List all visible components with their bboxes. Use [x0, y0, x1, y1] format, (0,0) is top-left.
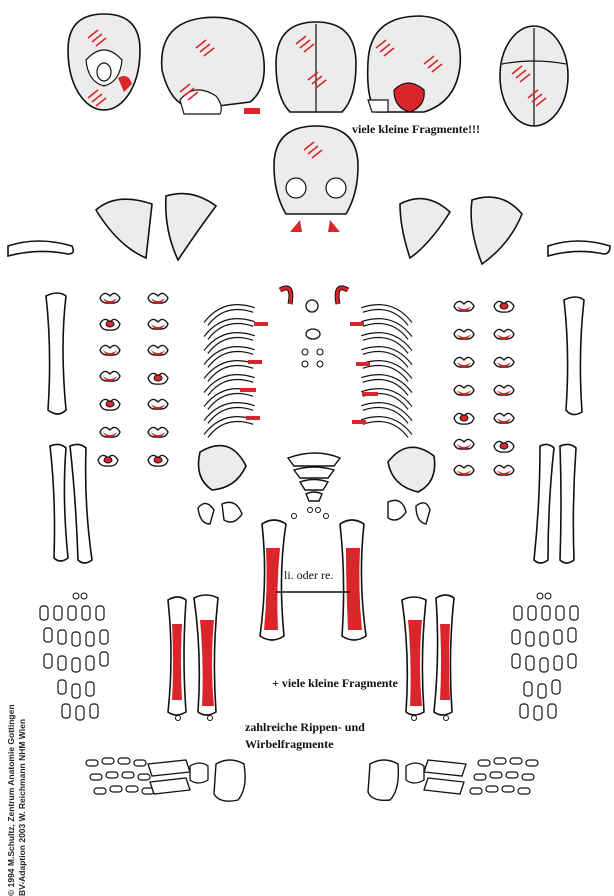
annotation-rib-line1: zahlreiche Rippen- und — [245, 719, 385, 736]
hand-left — [40, 593, 108, 720]
annotation-left-or-right: li. oder re. — [284, 568, 333, 583]
vertebrae-right-col1 — [454, 301, 474, 475]
forearm-left — [50, 444, 92, 563]
ribs-left — [206, 288, 291, 436]
skull-lateral-right — [368, 16, 461, 112]
scapula-right-b — [471, 197, 522, 264]
annotation-rib-line2: Wirbelfragmente — [245, 736, 385, 753]
femur-right — [340, 520, 366, 640]
femur-left — [260, 520, 286, 640]
skull-posterior — [274, 126, 358, 232]
lower-leg-left — [168, 595, 218, 721]
skull-frontal — [276, 22, 356, 112]
credit-line-2: BV-Adaption 2003 W. Reichmann NHM Wien — [17, 486, 28, 896]
annotation-skull-fragments: viele kleine Fragmente!!! — [352, 122, 480, 137]
scapula-left-b — [166, 194, 216, 260]
sacrum — [288, 453, 340, 519]
foot-left — [86, 758, 245, 801]
copyright-credit: © 1994 M.Schultz, Zentrum Anatomie Gotti… — [6, 486, 28, 896]
scapula-left-a — [96, 199, 152, 258]
vertebrae-right-col2 — [494, 301, 514, 475]
credit-line-1: © 1994 M.Schultz, Zentrum Anatomie Gotti… — [6, 486, 17, 896]
humerus-right — [564, 297, 584, 415]
skull-lateral-left — [162, 17, 265, 114]
annotation-more-fragments: + viele kleine Fragmente — [272, 676, 398, 691]
foot-right — [368, 758, 538, 800]
annotation-rib-vertebra-fragments: zahlreiche Rippen- und Wirbelfragmente — [245, 719, 385, 753]
hand-right — [512, 593, 578, 720]
humerus-left — [46, 293, 66, 414]
scapula-right-a — [400, 199, 450, 258]
ilium-left — [199, 446, 247, 490]
skull-basal-view — [68, 14, 140, 110]
clavicle-left — [8, 241, 73, 256]
skull-superior — [500, 26, 568, 126]
ribs-right — [337, 288, 410, 436]
sternum-segments — [302, 300, 323, 367]
forearm-right — [534, 444, 576, 563]
lower-leg-right — [402, 595, 454, 721]
pubis-ischium — [198, 500, 430, 524]
vertebrae-left-col1 — [98, 293, 120, 466]
vertebrae-left-col2 — [148, 293, 168, 466]
skeleton-inventory-diagram — [0, 0, 614, 820]
clavicle-right — [548, 241, 610, 256]
ilium-right — [388, 447, 435, 492]
